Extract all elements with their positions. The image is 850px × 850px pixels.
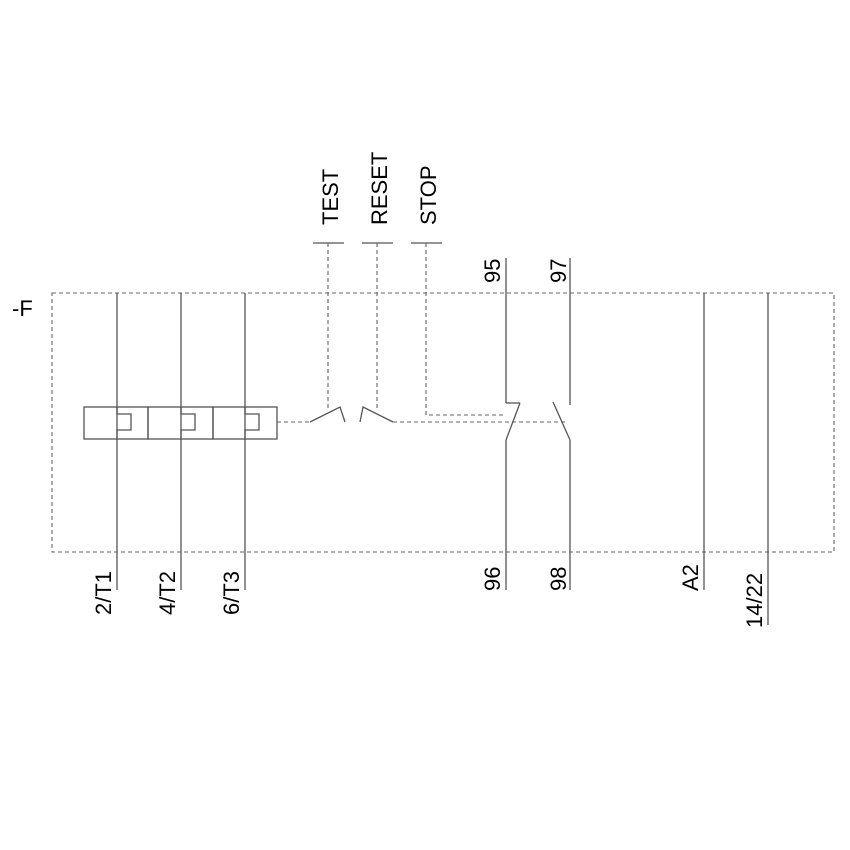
device-designation: -F (12, 296, 33, 321)
stop-button-linkage (425, 243, 506, 416)
terminal-14-22-label: 14/22 (742, 573, 767, 628)
terminal-6t3-label: 6/T3 (219, 571, 244, 615)
terminal-97-label: 97 (546, 259, 571, 283)
reset-actuator (359, 406, 394, 423)
terminal-98-label: 98 (546, 567, 571, 591)
test-label: TEST (318, 169, 343, 225)
thermal-element-1 (83, 406, 149, 440)
terminal-a2-label: A2 (678, 564, 703, 591)
terminal-96-label: 96 (480, 567, 505, 591)
test-actuator (309, 406, 346, 423)
reset-label: RESET (367, 152, 392, 225)
terminal-2t1-label: 2/T1 (91, 571, 116, 615)
no-contact (552, 258, 571, 590)
thermal-element-3 (212, 406, 278, 440)
terminal-95-label: 95 (480, 259, 505, 283)
nc-contact (505, 258, 521, 590)
stop-label: STOP (416, 165, 441, 225)
device-enclosure (51, 292, 835, 553)
terminal-4t2-label: 4/T2 (155, 571, 180, 615)
